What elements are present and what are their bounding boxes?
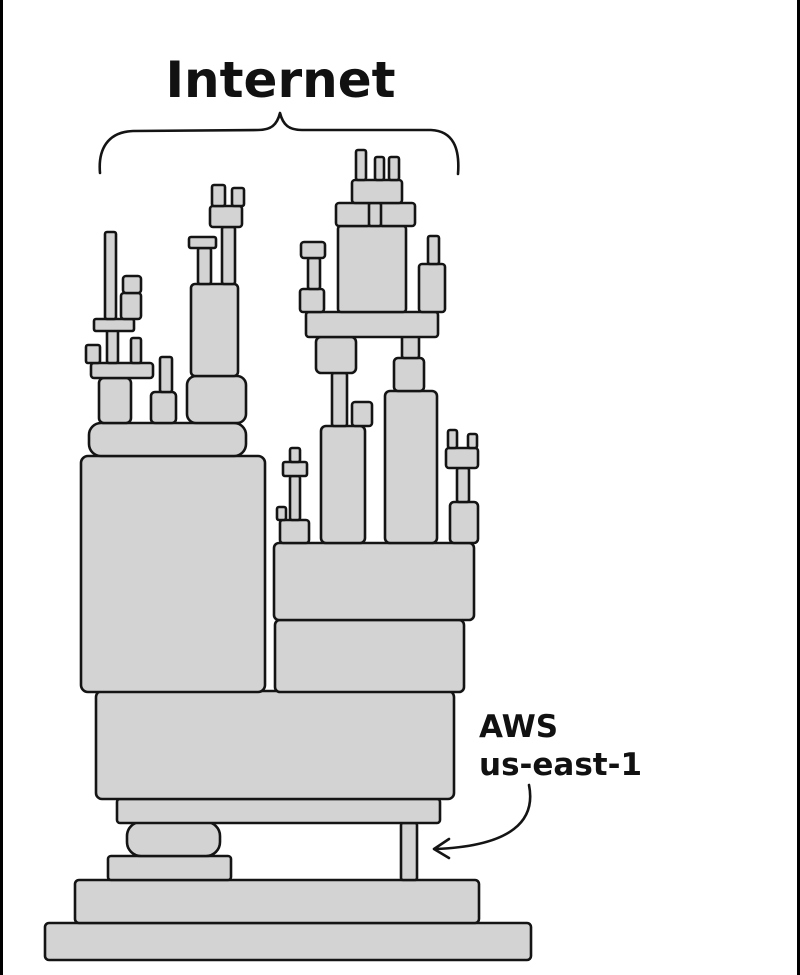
upper-right-tip <box>426 234 441 266</box>
base-slab-upper <box>73 878 481 925</box>
right-column-tip <box>400 334 421 360</box>
mid-tower-body <box>189 282 240 378</box>
left-cap-slab <box>87 421 248 458</box>
small-tower-tip <box>288 446 302 464</box>
tower-blocks <box>43 148 533 962</box>
mid-tower-block <box>208 204 244 229</box>
upper-tower-top <box>350 178 404 205</box>
mid-tower-tip <box>210 183 227 208</box>
annotation-arrowhead <box>432 837 451 860</box>
left-tiny-block <box>119 291 143 321</box>
aws-label-line2: us-east-1 <box>479 747 643 783</box>
base-slab-bottom <box>43 921 533 962</box>
upper-left-stick <box>306 256 322 291</box>
left-small-block <box>97 376 133 425</box>
far-right-stick <box>455 466 471 504</box>
mid-tower-stick <box>196 246 213 286</box>
aws-us-east-1-label: AWS us-east-1 <box>479 708 642 784</box>
left-tiny-stick <box>129 336 143 365</box>
left-tiny-block <box>84 343 102 365</box>
upper-left-cap <box>299 240 327 260</box>
upper-tower-body <box>336 224 408 314</box>
upper-tower-spire <box>387 155 401 182</box>
upper-tower-spire <box>354 148 368 182</box>
right-column-b <box>383 389 439 545</box>
right-column-stick <box>330 371 349 428</box>
large-left-block <box>79 454 267 694</box>
small-tower-base <box>278 518 311 545</box>
right-round-block <box>314 335 358 375</box>
internet-brace <box>98 111 460 176</box>
upper-tower-spire <box>373 155 386 182</box>
small-tower-stick <box>288 474 302 522</box>
big-middle-slab <box>94 689 456 801</box>
left-small-block <box>149 390 178 425</box>
annotation-arrow <box>433 783 532 851</box>
left-crossbar-top <box>92 317 136 333</box>
right-column-block <box>392 356 426 393</box>
left-tiny-block <box>121 274 143 295</box>
support-block-rounded <box>125 820 222 858</box>
small-tower-side <box>275 505 288 522</box>
right-column-a <box>319 424 367 545</box>
support-block-wide <box>106 854 233 882</box>
far-right-crossbar <box>444 446 480 470</box>
far-right-tip <box>446 428 459 450</box>
upper-platform <box>304 310 440 339</box>
left-crossbar <box>89 361 155 380</box>
mid-tower-crossbar <box>187 235 218 250</box>
upper-tower-ledge <box>378 201 417 228</box>
right-lower-block <box>273 618 466 694</box>
left-thin-stick <box>105 326 120 365</box>
internet-title: Internet <box>165 51 396 109</box>
far-right-block <box>448 500 480 545</box>
upper-tower-ledge <box>334 201 372 228</box>
upper-left-block <box>298 287 326 314</box>
aws-us-east-1-block <box>399 821 419 882</box>
mid-tower-tip <box>230 186 246 208</box>
aws-label-line1: AWS <box>479 709 559 745</box>
mid-tower-stick <box>220 225 237 286</box>
upper-tower-mid <box>367 201 383 228</box>
left-tall-stick <box>103 230 118 321</box>
upper-right-block <box>417 262 447 314</box>
far-right-tip <box>466 432 479 450</box>
left-small-stick <box>158 355 174 394</box>
right-column-cap <box>350 400 374 428</box>
right-upper-block <box>272 541 476 622</box>
shelf-thin <box>115 797 442 825</box>
mid-tower-base <box>185 374 248 425</box>
small-tower-crossbar <box>281 460 309 478</box>
block-tower-drawing <box>43 111 533 962</box>
